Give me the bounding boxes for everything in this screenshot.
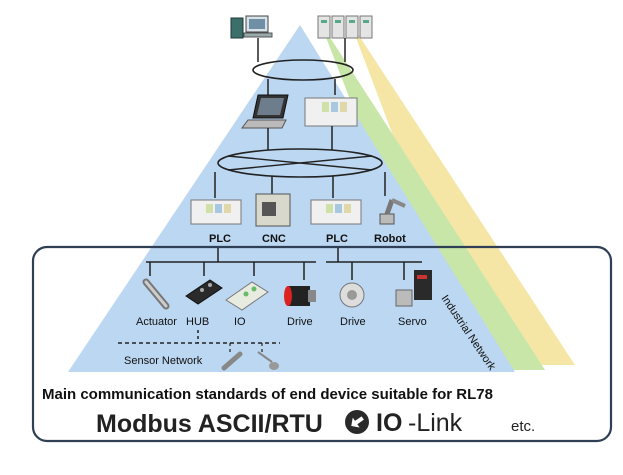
servo-icon <box>395 270 432 307</box>
iolink-link-text: -Link <box>408 409 463 437</box>
actuator-label: Actuator <box>136 316 177 328</box>
main-title: Main communication standards of end devi… <box>42 386 493 403</box>
plc-left-icon <box>190 199 242 225</box>
modbus-label: Modbus ASCII/RTU <box>96 410 323 438</box>
io-module-icon <box>225 281 269 311</box>
cnc-label: CNC <box>262 233 286 245</box>
drive-left-label: Drive <box>287 316 313 328</box>
hub-icon <box>185 279 223 305</box>
hub-label: HUB <box>186 316 209 328</box>
middle-network-ring <box>217 148 383 178</box>
sensor-network-label: Sensor Network <box>124 355 203 367</box>
servo-label: Servo <box>398 316 427 328</box>
proximity-sensor-icon <box>221 351 243 371</box>
green-layer-triangle <box>320 22 545 370</box>
drive-right-icon <box>339 282 365 308</box>
workstation-icon <box>230 15 273 39</box>
robot-arm-icon <box>379 198 406 225</box>
io-label: IO <box>234 316 246 328</box>
laptop-icon <box>241 94 289 129</box>
plc-left-label: PLC <box>209 233 231 245</box>
iolink-io-text: IO <box>376 409 402 437</box>
actuator-icon <box>142 278 170 310</box>
photo-sensor-icon <box>257 351 279 370</box>
upper-network-ring <box>252 59 354 81</box>
robot-label: Robot <box>374 233 406 245</box>
io-link-logo: IO -Link <box>345 409 463 437</box>
server-rack-icon <box>317 15 373 39</box>
cnc-icon <box>255 193 291 227</box>
plc-right-label: PLC <box>326 233 348 245</box>
etc-label: etc. <box>511 418 535 435</box>
controller-icon <box>304 97 358 127</box>
yellow-layer-triangle <box>350 22 575 365</box>
field-network-box <box>31 245 613 443</box>
blue-layer-triangle <box>68 25 515 372</box>
drive-left-icon <box>284 286 316 306</box>
plc-right-icon <box>310 199 362 225</box>
drive-right-label: Drive <box>340 316 366 328</box>
